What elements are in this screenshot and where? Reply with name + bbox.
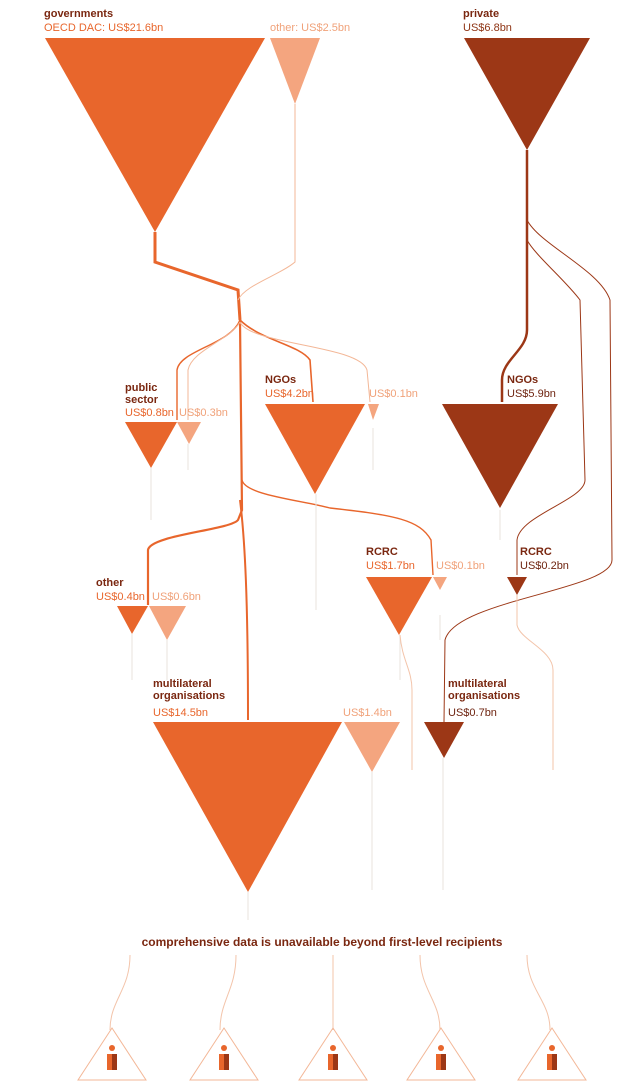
flow-dac-to-multi2 <box>239 499 249 721</box>
flow-other-to-public <box>187 321 241 420</box>
multilateral-gov-title-1: multilateral <box>153 678 212 690</box>
flow-dac-to-rcrc <box>241 479 434 576</box>
ngos-private-triangle <box>442 404 558 508</box>
flow-dac-to-ngos <box>239 319 314 403</box>
ngos-private-title: NGOs <box>507 374 539 386</box>
downstream-lines <box>131 428 501 920</box>
donor-shapes <box>45 38 590 232</box>
multilateral-gov-other-value: US$1.4bn <box>343 707 392 719</box>
flow-dac-to-public <box>176 319 241 420</box>
private-title: private <box>463 8 500 20</box>
public-sector-title-1: public <box>125 382 158 394</box>
ngos-gov-other-triangle <box>368 404 379 420</box>
multilateral-gov-other-triangle <box>344 722 400 772</box>
person-icon <box>298 1027 368 1081</box>
other-title: other <box>96 577 124 589</box>
other-other-value: US$0.6bn <box>152 591 201 603</box>
flow-lines <box>109 104 613 1031</box>
downstream-branches <box>109 595 554 1031</box>
multilateral-private-value: US$0.7bn <box>448 707 497 719</box>
flow-private-to-ngos <box>500 150 529 402</box>
rcrc-gov-other-value: US$0.1bn <box>436 560 485 572</box>
rcrc-private-title: RCRC <box>520 546 552 558</box>
other-gov-value: other: US$2.5bn <box>270 22 351 34</box>
other-gov-donor-triangle <box>270 38 320 104</box>
person-icon <box>189 1027 259 1081</box>
people-icons <box>77 1027 587 1081</box>
other-dac-triangle <box>117 606 148 634</box>
private-value: US$6.8bn <box>463 22 512 34</box>
flow-private-to-multi <box>443 150 613 723</box>
multilateral-private-triangle <box>424 722 464 758</box>
ngos-private-value: US$5.9bn <box>507 388 556 400</box>
rcrc-gov-title: RCRC <box>366 546 398 558</box>
rcrc-gov-dac-value: US$1.7bn <box>366 560 415 572</box>
multilateral-gov-title-2: organisations <box>153 690 226 702</box>
public-sector-title-2: sector <box>125 394 159 406</box>
governments-title: governments <box>44 8 114 20</box>
rcrc-private-triangle <box>507 577 527 595</box>
multilateral-gov-dac-value: US$14.5bn <box>153 707 209 719</box>
unavailable-data-note: comprehensive data is unavailable beyond… <box>141 935 503 949</box>
multilateral-private-title-1: multilateral <box>448 678 507 690</box>
ngos-gov-dac-value: US$4.2bn <box>265 388 314 400</box>
flow-dac-to-multilateral <box>146 319 244 605</box>
public-sector-dac-triangle <box>125 422 177 468</box>
flow-dac-trunk <box>153 232 242 321</box>
multilateral-private-title-2: organisations <box>448 690 521 702</box>
public-sector-other-triangle <box>177 422 201 444</box>
flow-other-trunk <box>237 104 296 301</box>
flow-other-to-ngos <box>239 321 371 403</box>
public-sector-other-value: US$0.3bn <box>179 407 228 419</box>
public-sector-dac-value: US$0.8bn <box>125 407 174 419</box>
oecd-dac-donor-triangle <box>45 38 265 232</box>
ngos-gov-dac-triangle <box>265 404 365 494</box>
person-icon <box>517 1027 587 1081</box>
oecd-dac-value: OECD DAC: US$21.6bn <box>44 22 164 34</box>
other-other-triangle <box>149 606 186 640</box>
person-icon <box>77 1027 147 1081</box>
rcrc-gov-dac-triangle <box>366 577 432 635</box>
person-icon <box>406 1027 476 1081</box>
ngos-gov-title: NGOs <box>265 374 297 386</box>
multilateral-gov-dac-triangle <box>153 722 342 892</box>
ngos-gov-other-value: US$0.1bn <box>369 388 418 400</box>
private-donor-triangle <box>464 38 590 150</box>
flow-private-to-rcrc <box>516 150 586 575</box>
rcrc-private-value: US$0.2bn <box>520 560 569 572</box>
recipient-shapes <box>117 404 558 892</box>
other-dac-value: US$0.4bn <box>96 591 145 603</box>
rcrc-gov-other-triangle <box>433 577 447 590</box>
